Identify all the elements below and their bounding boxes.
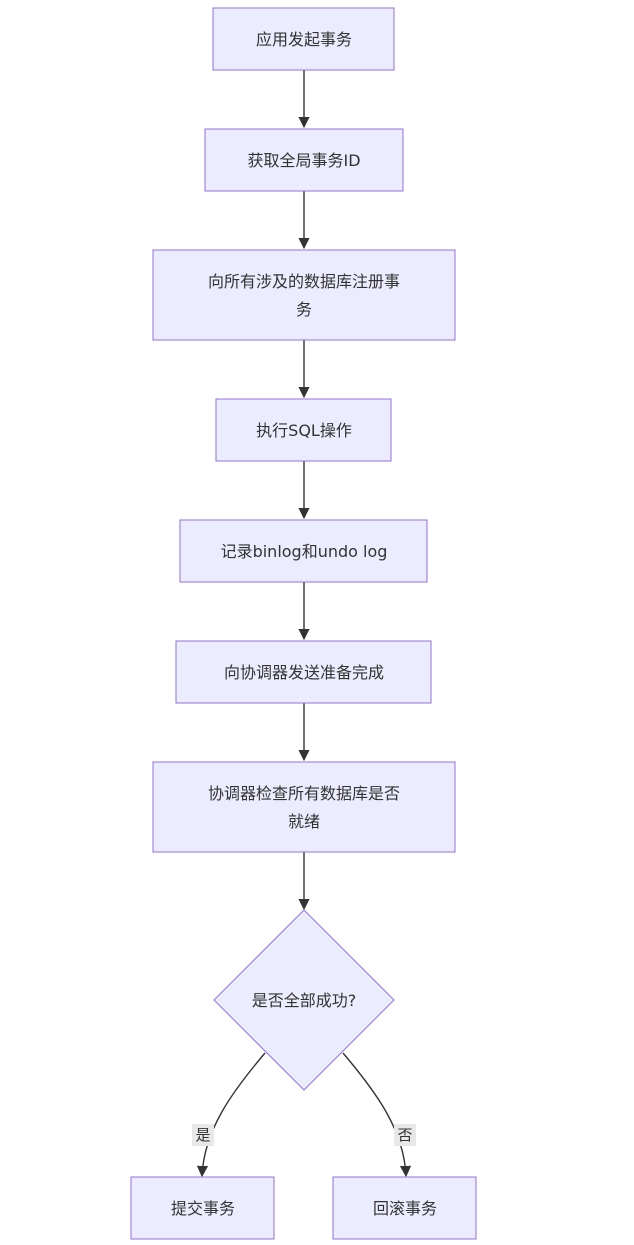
node-exec-sql-label: 执行SQL操作	[256, 421, 352, 440]
node-decision-label: 是否全部成功?	[252, 991, 357, 1010]
node-register: 向所有涉及的数据库注册事 务	[152, 249, 456, 341]
edge-label-no: 否	[397, 1126, 412, 1144]
edges	[196, 70, 412, 1178]
edge-label-no-group: 否	[394, 1124, 416, 1146]
edge-decision-to-rollback	[342, 1052, 412, 1178]
node-register-label-line1: 向所有涉及的数据库注册事	[208, 272, 400, 291]
node-log-box	[179, 519, 428, 583]
node-check-label-line2: 就绪	[288, 812, 320, 831]
node-rollback: 回滚事务	[332, 1176, 477, 1240]
node-get-id-label: 获取全局事务ID	[247, 151, 360, 170]
node-decision: 是否全部成功?	[213, 909, 395, 1091]
node-start: 应用发起事务	[212, 7, 395, 71]
node-exec-sql: 执行SQL操作	[215, 398, 392, 462]
node-decision-diamond	[213, 909, 395, 1091]
node-check-box	[152, 761, 456, 853]
edge-decision-to-commit	[196, 1052, 266, 1178]
node-register-label-line2: 务	[296, 300, 312, 319]
node-prepare: 向协调器发送准备完成	[175, 640, 432, 704]
node-commit: 提交事务	[130, 1176, 275, 1240]
node-prepare-box	[175, 640, 432, 704]
node-rollback-label: 回滚事务	[373, 1199, 437, 1218]
edge-label-no-bg	[394, 1124, 416, 1146]
node-log: 记录binlog和undo log	[179, 519, 428, 583]
node-rollback-box	[332, 1176, 477, 1240]
edge-label-yes-bg	[192, 1124, 214, 1146]
node-prepare-label: 向协调器发送准备完成	[224, 663, 384, 682]
node-get-id: 获取全局事务ID	[204, 128, 404, 192]
node-get-id-box	[204, 128, 404, 192]
node-commit-label: 提交事务	[171, 1199, 235, 1218]
node-start-box	[212, 7, 395, 71]
node-check: 协调器检查所有数据库是否 就绪	[152, 761, 456, 853]
node-log-label: 记录binlog和undo log	[221, 542, 388, 561]
node-start-label: 应用发起事务	[256, 30, 352, 49]
edge-label-yes: 是	[195, 1126, 210, 1144]
edge-label-yes-group: 是	[192, 1124, 214, 1146]
node-check-label-line1: 协调器检查所有数据库是否	[208, 784, 400, 803]
node-register-box	[152, 249, 456, 341]
node-commit-box	[130, 1176, 275, 1240]
node-exec-sql-box	[215, 398, 392, 462]
